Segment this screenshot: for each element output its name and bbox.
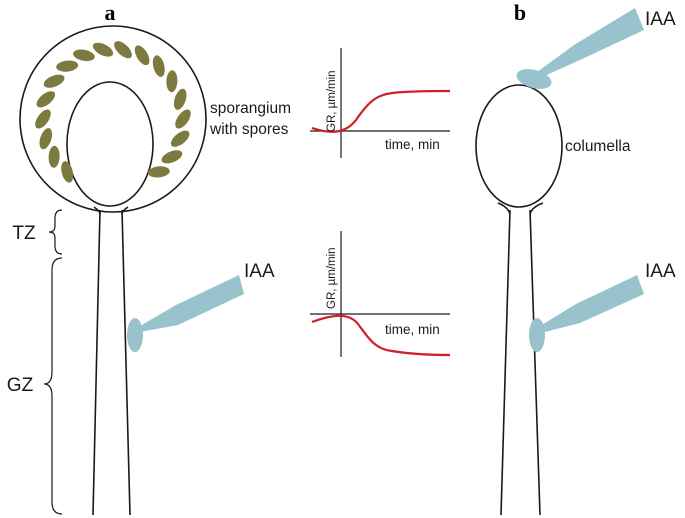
- graph-bottom-xlabel: time, min: [385, 322, 440, 337]
- iaa-label-b-top: IAA: [645, 9, 676, 30]
- spore: [56, 60, 79, 72]
- spore: [43, 74, 65, 88]
- iaa-label-b-side: IAA: [645, 261, 676, 282]
- spore: [161, 150, 183, 164]
- pipette-b-side: [529, 275, 644, 352]
- gz-label: GZ: [7, 375, 34, 396]
- stalk-left-edge-b: [500, 209, 511, 516]
- graph-top-xlabel: time, min: [385, 137, 440, 152]
- stalk-left-edge-a: [92, 209, 101, 516]
- spore: [147, 166, 170, 178]
- graph-top-ylabel: GR, µm/min: [326, 70, 338, 132]
- graph-bottom: GR, µm/min time, min: [310, 231, 451, 357]
- iaa-drop-a-side: [127, 318, 143, 352]
- panel-label-a: a: [105, 0, 116, 25]
- stalk-right-edge-b: [529, 209, 541, 516]
- spore: [175, 109, 191, 129]
- sporangium-label-line1: sporangium: [210, 100, 291, 117]
- sporangium-label-line2: with spores: [209, 121, 289, 138]
- graph-top-curve: [311, 89, 451, 133]
- tz-brace: [48, 209, 63, 255]
- spore: [166, 70, 178, 93]
- spores: [35, 41, 191, 183]
- stalk-neck-b: [497, 202, 544, 215]
- spore: [92, 42, 114, 57]
- spore: [61, 161, 74, 183]
- pipette-a-side: [127, 275, 244, 352]
- stalk-neck-a: [93, 206, 129, 215]
- pipette-b-top-body: [537, 8, 644, 78]
- panel-label-b: b: [514, 0, 526, 25]
- spore: [36, 91, 56, 108]
- spore: [73, 49, 95, 62]
- gz-brace: [43, 257, 63, 515]
- pipette-a-side-body: [140, 275, 244, 332]
- spore: [114, 41, 132, 59]
- graph-top: GR, µm/min time, min: [310, 48, 451, 158]
- spore: [173, 88, 187, 110]
- tz-label: TZ: [12, 223, 36, 244]
- stalk-right-edge-a: [121, 209, 131, 516]
- graph-bottom-ylabel: GR, µm/min: [326, 247, 338, 309]
- spore: [48, 145, 60, 168]
- spore: [152, 55, 165, 77]
- spore: [134, 45, 150, 66]
- zone-braces: [43, 209, 63, 515]
- pipette-b-side-body: [540, 275, 644, 333]
- pipette-b-top: [516, 8, 644, 89]
- iaa-drop-b-side: [529, 318, 545, 352]
- spore: [39, 128, 53, 150]
- spore: [35, 109, 51, 129]
- columella-label: columella: [565, 138, 631, 155]
- spore: [170, 130, 190, 147]
- columella-a: [66, 81, 154, 207]
- iaa-drop-b-top: [516, 69, 552, 89]
- iaa-label-a-side: IAA: [244, 261, 275, 282]
- graph-bottom-curve: [311, 314, 451, 357]
- columella-b: [475, 84, 563, 208]
- sporangiophore-b: [475, 84, 563, 516]
